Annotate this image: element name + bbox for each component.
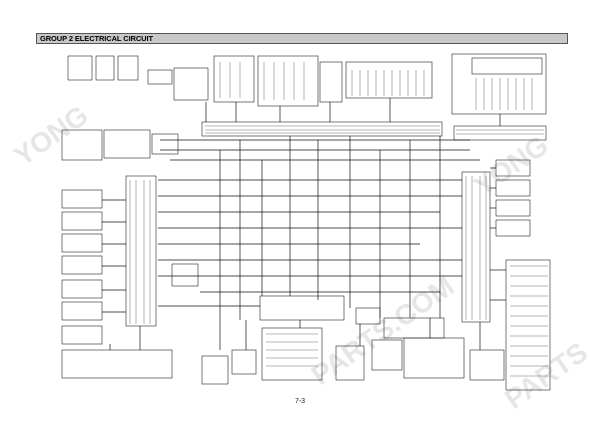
section-header: GROUP 2 ELECTRICAL CIRCUIT bbox=[36, 33, 568, 44]
page-title: GROUP 2 ELECTRICAL CIRCUIT bbox=[40, 34, 153, 43]
page-number: 7-3 bbox=[294, 398, 306, 405]
